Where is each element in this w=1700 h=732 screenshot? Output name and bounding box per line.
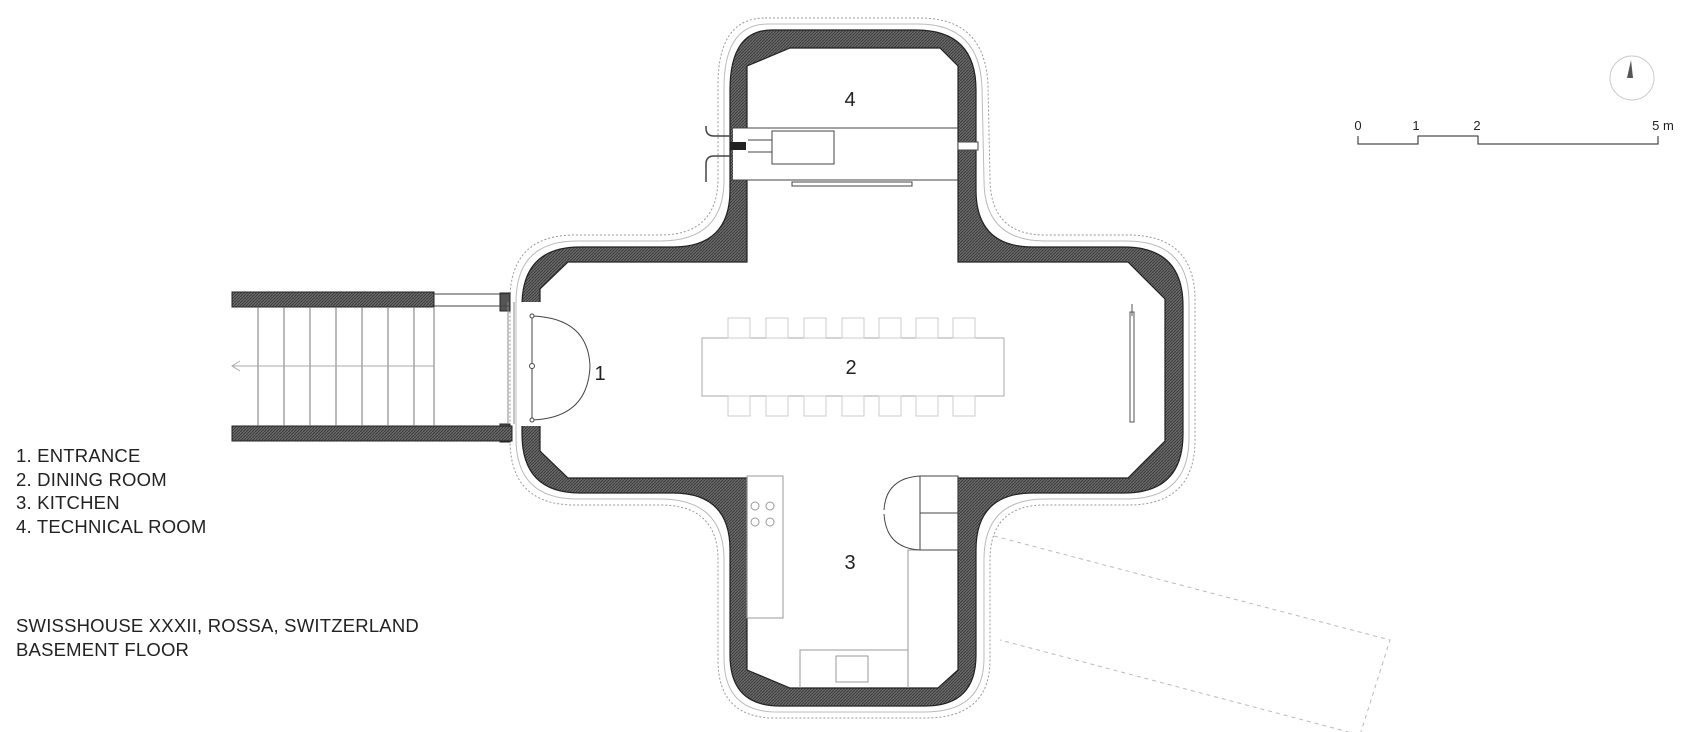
scale-tick-5m: 5 m — [1652, 118, 1674, 133]
scale-bar — [1357, 135, 1659, 145]
legend-item-kitchen: 3. KITCHEN — [16, 492, 120, 513]
kitchen-counter-left — [746, 475, 784, 619]
legend-item-technical-room: 4. TECHNICAL ROOM — [16, 515, 207, 537]
exterior-stair — [231, 291, 513, 442]
vent-pipe — [705, 126, 733, 137]
wall-panel — [1129, 304, 1135, 423]
kitchen-tall-units — [883, 475, 959, 551]
legend-item-dining-room: 2. DINING ROOM — [16, 468, 167, 490]
room-number-1: 1 — [594, 363, 605, 385]
insulation-outline-inner — [515, 23, 1190, 713]
external-light-well — [993, 535, 1391, 732]
scale-tick-0: 0 — [1354, 118, 1361, 133]
drawing-caption: SWISSHOUSE XXXII, ROSSA, SWITZERLAND BAS… — [16, 614, 419, 661]
shaft-opening — [733, 128, 957, 180]
dining-chairs — [727, 317, 976, 417]
entrance-double-door — [529, 313, 591, 423]
vent-pipe — [705, 155, 733, 182]
kitchen-counter-bottom — [799, 549, 958, 688]
north-arrow-icon — [1609, 55, 1655, 101]
technical-unit — [771, 130, 835, 165]
caption-project: SWISSHOUSE XXXII, ROSSA, SWITZERLAND — [16, 615, 419, 636]
legend-item-entrance: 1. ENTRANCE — [16, 445, 141, 466]
scale-tick-1: 1 — [1412, 118, 1419, 133]
dining-table — [701, 337, 1005, 397]
room-number-3: 3 — [844, 552, 855, 574]
scale-tick-2: 2 — [1473, 118, 1480, 133]
room-number-4: 4 — [844, 89, 855, 111]
concrete-walls — [521, 29, 1184, 707]
wall-bench — [791, 181, 913, 187]
caption-floor: BASEMENT FLOOR — [16, 638, 190, 660]
room-legend: 1. ENTRANCE 2. DINING ROOM 3. KITCHEN 4.… — [16, 444, 207, 538]
insulation-outline — [509, 17, 1196, 719]
room-number-2: 2 — [845, 357, 856, 379]
